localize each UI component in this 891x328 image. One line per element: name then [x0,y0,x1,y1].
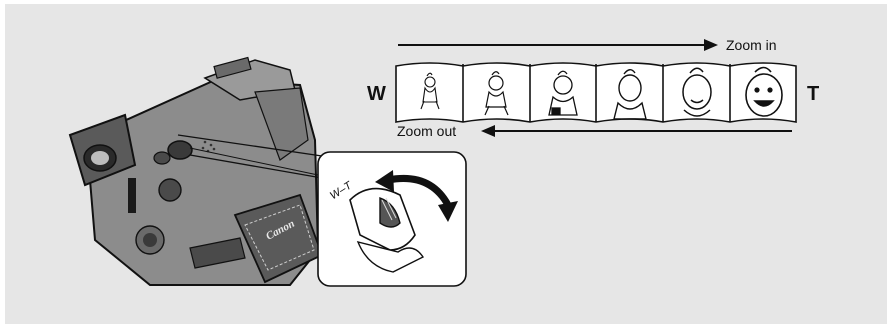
zoom-out-label: Zoom out [397,123,456,139]
film-strip [396,63,796,122]
camcorder-illustration [70,58,322,285]
wide-label: W [367,83,386,106]
zoom-in-label: Zoom in [726,37,777,53]
zoom-out-arrow [481,125,792,137]
zoom-in-arrow [398,39,718,51]
tele-label: T [807,83,819,106]
